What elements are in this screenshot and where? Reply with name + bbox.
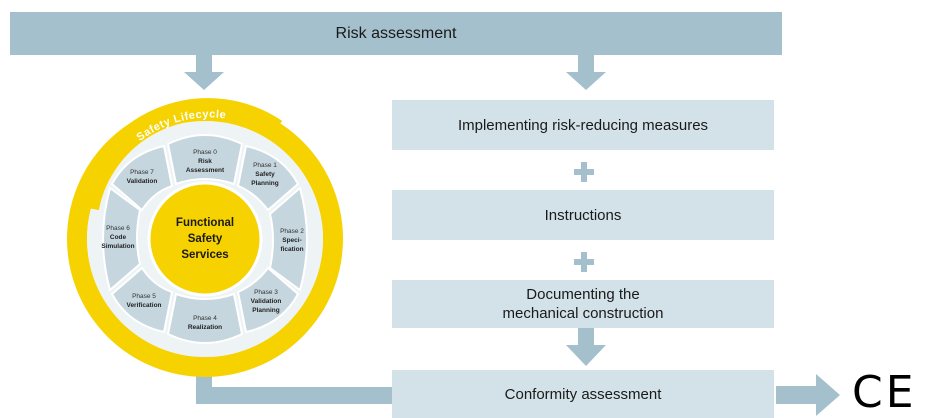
documenting-label-line1: Documenting the	[526, 286, 640, 303]
conformity-label: Conformity assessment	[504, 385, 662, 403]
risk-assessment-bar: Risk assessment	[10, 12, 782, 55]
phase-7-petal: Phase 7 Validation	[110, 144, 174, 212]
center-label-line3: Services	[181, 249, 228, 261]
risk-assessment-label: Risk assessment	[335, 24, 457, 42]
phase-0-number: Phase 0	[193, 149, 217, 156]
phase-petals: Phase 0 Risk Assessment Phase 1 Safety P…	[101, 134, 308, 344]
phase-2-number: Phase 2	[280, 228, 304, 235]
down-arrow-conformity	[566, 328, 606, 366]
implementing-label: Implementing risk-reducing measures	[457, 116, 709, 134]
phase-0-name-2: Assessment	[186, 167, 225, 174]
phase-5-name: Verification	[126, 302, 161, 309]
right-arrow-ce	[776, 374, 840, 416]
ce-mark: CE	[852, 367, 917, 418]
documenting-label-line2: mechanical construction	[502, 305, 664, 322]
phase-1-name-2: Planning	[251, 180, 278, 187]
phase-7-name: Validation	[127, 178, 158, 185]
lifecycle-connector	[196, 352, 392, 404]
phase-2-name: Speci-	[282, 237, 302, 244]
phase-1-petal: Phase 1 Safety Planning	[236, 144, 300, 212]
phase-6-name-2: Simulation	[101, 243, 134, 250]
phase-3-name: Validation	[251, 298, 282, 305]
phase-3-petal: Phase 3 Validation Planning	[236, 266, 300, 334]
lifecycle-center	[147, 181, 263, 297]
plus-icon	[574, 252, 594, 272]
phase-4-petal: Phase 4 Realization	[166, 292, 244, 344]
documenting-box: Documenting the mechanical construction	[392, 280, 774, 328]
lifecycle-title-band	[77, 98, 283, 211]
phase-5-number: Phase 5	[132, 293, 156, 300]
phase-5-petal: Phase 5 Verification	[110, 266, 174, 334]
phase-3-name-2: Planning	[252, 307, 279, 314]
phase-0-petal: Phase 0 Risk Assessment	[166, 134, 244, 186]
phase-2-petal: Phase 2 Speci- fication	[268, 186, 308, 292]
center-label-line1: Functional	[176, 217, 234, 229]
instructions-box: Instructions	[392, 190, 774, 240]
down-arrow-left	[184, 55, 224, 90]
phase-1-number: Phase 1	[253, 162, 277, 169]
phase-4-name: Realization	[188, 324, 222, 331]
phase-2-name-2: fication	[280, 246, 303, 253]
phase-1-name: Safety	[255, 171, 275, 178]
safety-lifecycle-diagram: Safety Lifecycle Phase 0 Risk Assessment…	[67, 98, 343, 377]
phase-6-number: Phase 6	[106, 225, 130, 232]
conformity-box: Conformity assessment	[392, 370, 774, 418]
phase-6-petal: Phase 6 Code Simulation	[101, 186, 142, 292]
plus-icon	[574, 162, 594, 182]
implementing-box: Implementing risk-reducing measures	[392, 100, 774, 150]
phase-6-name: Code	[110, 234, 127, 241]
phase-4-number: Phase 4	[193, 315, 217, 322]
instructions-label: Instructions	[544, 206, 622, 224]
center-label-line2: Safety	[188, 233, 223, 245]
phase-7-number: Phase 7	[130, 169, 154, 176]
phase-0-name: Risk	[198, 158, 212, 165]
phase-3-number: Phase 3	[254, 289, 278, 296]
down-arrow-right	[566, 55, 606, 90]
